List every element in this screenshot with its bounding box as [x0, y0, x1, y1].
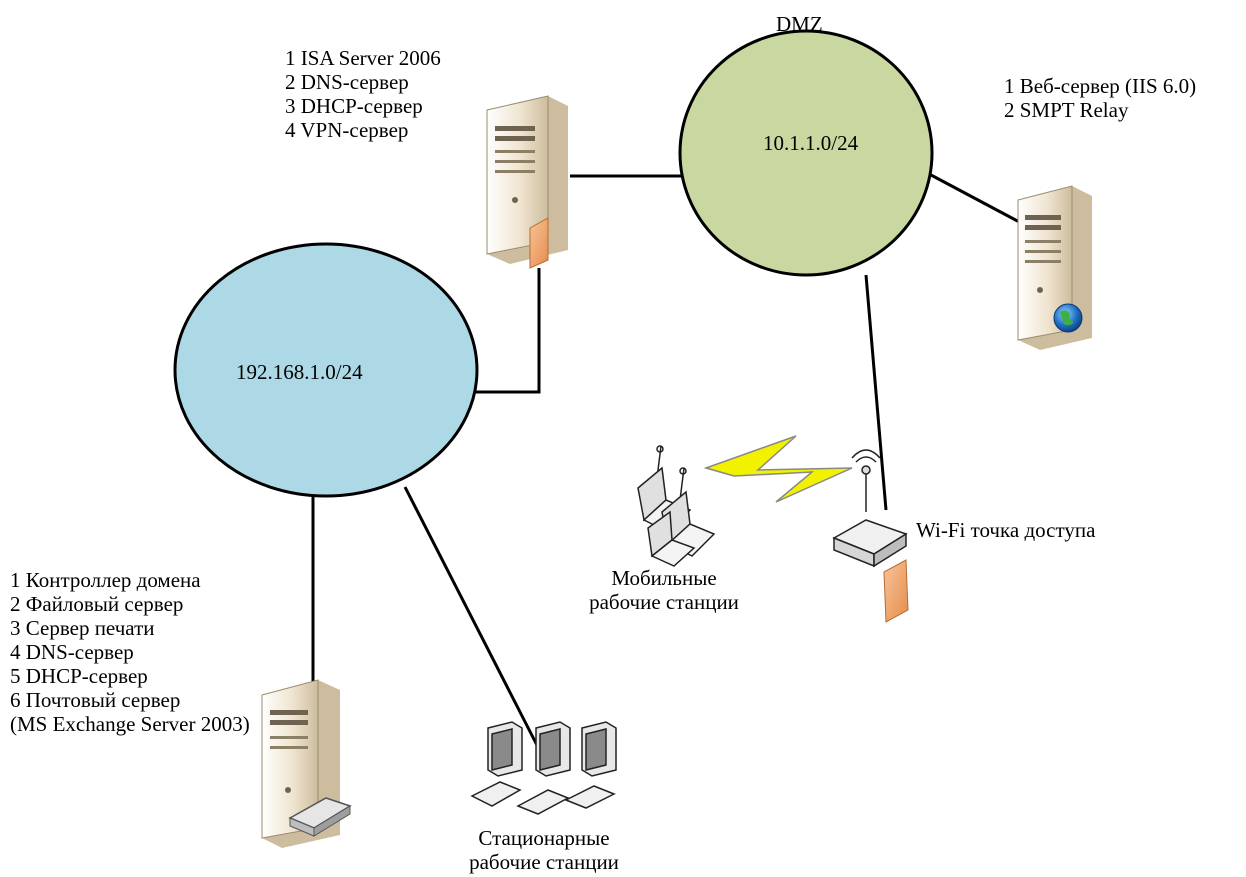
link-isa-lan: [472, 268, 541, 394]
wifi-ap-label: Wi-Fi точка доступа: [916, 518, 1096, 542]
lan-zone-ellipse: [173, 242, 479, 498]
link-dmz-wifi: [864, 274, 888, 511]
lan-server-icon: [261, 679, 352, 848]
dmz-zone-ellipse: [678, 29, 934, 277]
lan-subnet-label: 192.168.1.0/24: [236, 360, 363, 384]
dmz-title: DMZ: [776, 12, 823, 36]
web-server-roles: 1 Веб-сервер (IIS 6.0) 2 SMPT Relay: [1004, 74, 1196, 122]
desktop-stations-label: Стационарные рабочие станции: [448, 826, 640, 874]
web-role-2: 2 SMPT Relay: [1004, 98, 1129, 122]
desktop-workstations-icon: [470, 721, 617, 815]
connection-lines: [311, 173, 1026, 756]
link-lan-desktops: [403, 486, 544, 756]
lan-role-2: 2 Файловый сервер: [10, 592, 184, 616]
isa-role-1: 1 ISA Server 2006: [285, 46, 441, 70]
desktop-label-line-2: рабочие станции: [469, 850, 619, 874]
web-server-icon: [1017, 185, 1092, 350]
lan-role-3: 3 Сервер печати: [10, 616, 155, 640]
lan-role-4: 4 DNS-сервер: [10, 640, 134, 664]
desktop-label-line-1: Стационарные: [478, 826, 610, 850]
dmz-subnet-label: 10.1.1.0/24: [763, 131, 859, 155]
lightning-bolt-icon: [703, 435, 853, 503]
lan-server-roles: 1 Контроллер домена 2 Файловый сервер 3 …: [10, 568, 250, 736]
isa-server-icon: [486, 95, 568, 269]
lan-role-6-detail: (MS Exchange Server 2003): [10, 712, 250, 736]
lan-role-5: 5 DHCP-сервер: [10, 664, 148, 688]
wifi-access-point-icon: [832, 449, 909, 623]
isa-role-2: 2 DNS-сервер: [285, 70, 409, 94]
isa-server-roles: 1 ISA Server 2006 2 DNS-сервер 3 DHCP-се…: [285, 46, 441, 142]
isa-role-3: 3 DHCP-сервер: [285, 94, 423, 118]
mobile-stations-label: Мобильные рабочие станции: [568, 566, 760, 614]
laptops-icon: [637, 445, 716, 567]
lan-role-1: 1 Контроллер домена: [10, 568, 201, 592]
isa-role-4: 4 VPN-сервер: [285, 118, 409, 142]
mobile-label-line-1: Мобильные: [611, 566, 717, 590]
link-dmz-webserver: [930, 173, 1026, 227]
mobile-label-line-2: рабочие станции: [589, 590, 739, 614]
web-role-1: 1 Веб-сервер (IIS 6.0): [1004, 74, 1197, 98]
lan-role-6: 6 Почтовый сервер: [10, 688, 181, 712]
